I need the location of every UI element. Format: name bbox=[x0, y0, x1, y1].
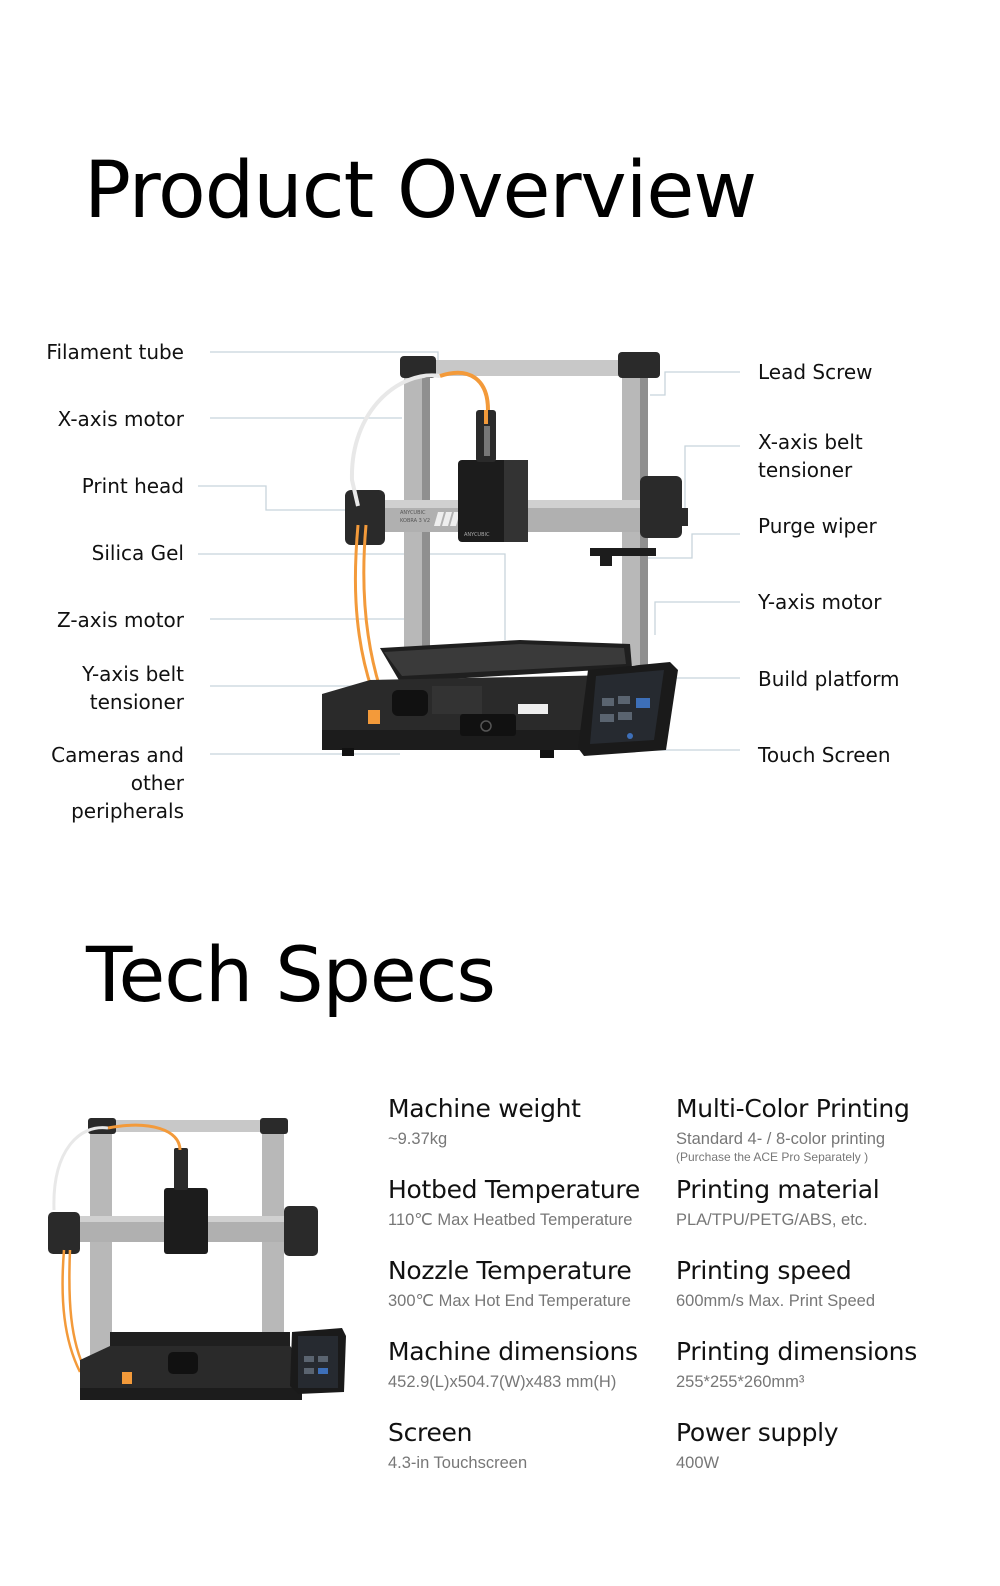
label-touch-screen: Touch Screen bbox=[758, 743, 891, 767]
label-purge-wiper: Purge wiper bbox=[758, 514, 877, 538]
spec-name: Machine weight bbox=[388, 1094, 581, 1123]
label-y-axis-belt-tensioner: Y-axis belt tensioner bbox=[82, 662, 184, 714]
spec-value: 110℃ Max Heatbed Temperature bbox=[388, 1211, 633, 1229]
leader-x-axis-belt bbox=[684, 445, 740, 508]
spec-value: 600mm/s Max. Print Speed bbox=[676, 1292, 875, 1310]
leader-print-head bbox=[198, 485, 358, 511]
label-cameras-peripherals: Cameras and other peripherals bbox=[51, 743, 184, 823]
printer-illustration: ANYCUBIC KOBRA 3 V2 ANYCUBIC bbox=[322, 352, 688, 758]
spec-name: Multi-Color Printing bbox=[676, 1094, 910, 1123]
spec-nozzle-temperature: Nozzle Temperature 300℃ Max Hot End Temp… bbox=[388, 1256, 668, 1312]
product-overview-title: Product Overview bbox=[84, 146, 757, 236]
label-y-axis-motor: Y-axis motor bbox=[758, 590, 882, 614]
leader-filament-tube bbox=[210, 351, 439, 362]
label-filament-tube: Filament tube bbox=[46, 340, 184, 364]
label-x-axis-motor: X-axis motor bbox=[57, 407, 184, 431]
svg-text:ANYCUBIC: ANYCUBIC bbox=[400, 510, 426, 516]
spec-name: Power supply bbox=[676, 1418, 839, 1447]
label-print-head: Print head bbox=[81, 474, 184, 498]
spec-hotbed-temperature: Hotbed Temperature 110℃ Max Heatbed Temp… bbox=[388, 1175, 668, 1231]
spec-name: Printing speed bbox=[676, 1256, 852, 1285]
spec-multi-color-printing: Multi-Color Printing Standard 4- / 8-col… bbox=[676, 1094, 956, 1164]
svg-text:KOBRA 3 V2: KOBRA 3 V2 bbox=[400, 518, 430, 524]
printer-thumbnail bbox=[48, 1118, 346, 1400]
spec-value: PLA/TPU/PETG/ABS, etc. bbox=[676, 1211, 868, 1229]
spec-machine-weight: Machine weight ~9.37kg bbox=[388, 1094, 668, 1150]
spec-name: Printing dimensions bbox=[676, 1337, 917, 1366]
spec-screen: Screen 4.3-in Touchscreen bbox=[388, 1418, 668, 1474]
spec-value: Standard 4- / 8-color printing bbox=[676, 1130, 886, 1148]
spec-name: Printing material bbox=[676, 1175, 880, 1204]
leader-lead-screw bbox=[650, 371, 740, 396]
tech-specs-title: Tech Specs bbox=[86, 930, 496, 1019]
printer-overview-diagram: ANYCUBIC KOBRA 3 V2 ANYCUBIC bbox=[198, 351, 740, 758]
label-build-platform: Build platform bbox=[758, 667, 900, 691]
spec-note: (Purchase the ACE Pro Separately ) bbox=[676, 1150, 869, 1164]
label-silica-gel: Silica Gel bbox=[91, 541, 184, 565]
spec-value: 4.3-in Touchscreen bbox=[388, 1454, 528, 1472]
spec-power-supply: Power supply 400W bbox=[676, 1418, 956, 1474]
svg-text:ANYCUBIC: ANYCUBIC bbox=[464, 532, 490, 538]
leader-purge-wiper bbox=[640, 533, 740, 559]
spec-value: 300℃ Max Hot End Temperature bbox=[388, 1292, 631, 1310]
spec-name: Machine dimensions bbox=[388, 1337, 638, 1366]
spec-name: Hotbed Temperature bbox=[388, 1175, 640, 1204]
spec-name: Screen bbox=[388, 1418, 473, 1447]
spec-printing-dimensions: Printing dimensions 255*255*260mm³ bbox=[676, 1337, 956, 1393]
spec-value: 255*255*260mm³ bbox=[676, 1373, 805, 1391]
spec-value: ~9.37kg bbox=[388, 1130, 448, 1148]
label-x-axis-belt-tensioner: X-axis belt tensioner bbox=[758, 430, 863, 482]
leader-silica-gel bbox=[198, 553, 506, 640]
spec-name: Nozzle Temperature bbox=[388, 1256, 632, 1285]
spec-value: 400W bbox=[676, 1454, 720, 1472]
spec-printing-material: Printing material PLA/TPU/PETG/ABS, etc. bbox=[676, 1175, 956, 1231]
label-lead-screw: Lead Screw bbox=[758, 360, 873, 384]
spec-machine-dimensions: Machine dimensions 452.9(L)x504.7(W)x483… bbox=[388, 1337, 668, 1393]
label-z-axis-motor: Z-axis motor bbox=[56, 608, 184, 632]
spec-value: 452.9(L)x504.7(W)x483 mm(H) bbox=[388, 1373, 617, 1391]
spec-printing-speed: Printing speed 600mm/s Max. Print Speed bbox=[676, 1256, 956, 1312]
leader-y-axis-motor bbox=[654, 601, 740, 635]
